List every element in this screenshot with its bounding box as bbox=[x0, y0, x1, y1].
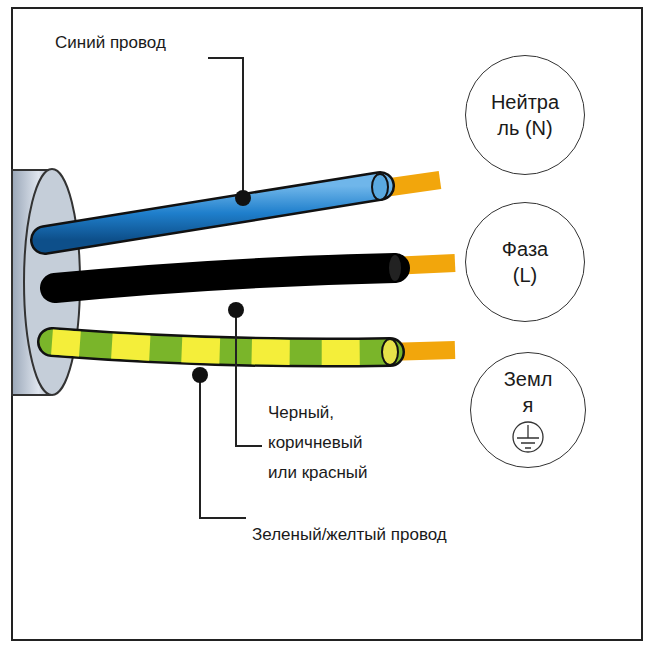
wire-circle: Нейтра ль (N) bbox=[465, 55, 585, 175]
circle-label: Земл я bbox=[499, 366, 557, 418]
black-wire bbox=[55, 268, 395, 288]
leader-dot bbox=[192, 367, 208, 383]
wire-end bbox=[382, 339, 398, 365]
circle-label: Фаза (L) bbox=[493, 236, 557, 288]
frame bbox=[12, 8, 642, 640]
leader-line bbox=[208, 58, 243, 198]
blue-wire bbox=[45, 186, 380, 240]
wire-circle: Фаза (L) bbox=[465, 202, 585, 322]
leader-dot bbox=[235, 190, 251, 206]
leader-line bbox=[200, 375, 246, 518]
wire-callout: Синий провод bbox=[55, 30, 205, 56]
leader-dot bbox=[228, 302, 244, 318]
circle-label: Нейтра ль (N) bbox=[487, 89, 563, 141]
wire-end bbox=[372, 174, 388, 200]
yellow-stripes bbox=[52, 342, 390, 353]
wire-end bbox=[388, 254, 402, 282]
ground-symbol bbox=[508, 420, 548, 454]
wire-circle: Земл я bbox=[470, 352, 586, 468]
wire-callout: Черный, коричневый или красный bbox=[268, 398, 386, 487]
green-wire bbox=[52, 342, 390, 353]
wire-callout: Зеленый/желтый провод bbox=[252, 522, 462, 548]
wire-outline bbox=[45, 186, 380, 240]
leader-line bbox=[236, 310, 262, 446]
wire-outline bbox=[52, 342, 390, 353]
